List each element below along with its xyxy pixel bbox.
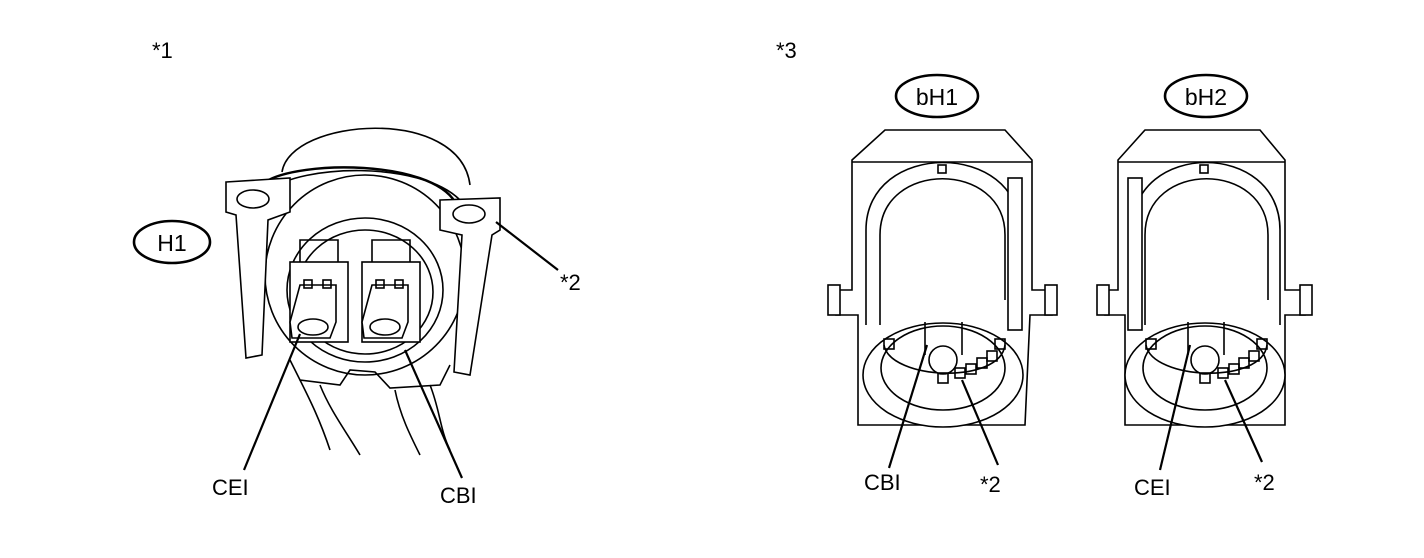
h1-oval — [132, 219, 212, 265]
terminal-label-left-b: CBI — [440, 483, 477, 508]
connector-h1-label: H1 — [157, 230, 186, 256]
connector-bh2-drawing — [1096, 129, 1313, 471]
terminal-label-left-a: CEI — [212, 475, 249, 500]
reference-label-2-right: *2 — [1254, 470, 1275, 495]
terminal-label-right: CEI — [1134, 475, 1171, 500]
bh2-oval — [1163, 73, 1249, 119]
reference-label-3: *3 — [776, 38, 797, 63]
reference-label-1: *1 — [152, 38, 173, 63]
connector-bh1-drawing — [827, 129, 1058, 469]
reference-label-2-mid: *2 — [980, 472, 1001, 497]
connector-h1-drawing — [225, 127, 559, 479]
connector-bh1-label: bH1 — [916, 84, 958, 110]
bh1-oval — [894, 73, 980, 119]
connector-bh2-label: bH2 — [1185, 84, 1227, 110]
reference-label-2-left: *2 — [560, 270, 581, 295]
terminal-label-mid: CBI — [864, 470, 901, 495]
